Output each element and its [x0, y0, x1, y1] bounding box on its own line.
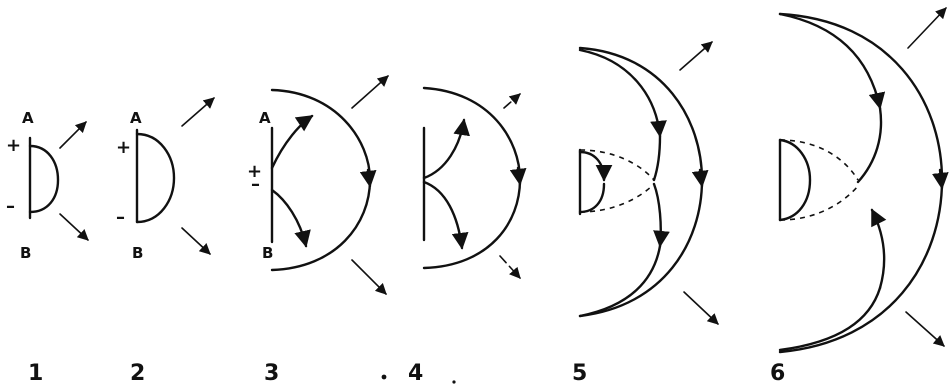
label-b: B — [262, 244, 273, 262]
innermost-loop-return — [580, 184, 604, 212]
arrow-up-right — [908, 8, 946, 48]
arrow-down-right — [906, 312, 944, 346]
stage-number: 5 — [572, 361, 587, 385]
inner-loop-upper — [272, 116, 312, 168]
dot-mark — [452, 380, 455, 383]
outer-loop — [780, 14, 942, 352]
arrow-up-right — [680, 42, 712, 70]
dot-mark — [382, 375, 387, 380]
field-loop — [30, 146, 58, 212]
label-b: B — [20, 244, 31, 262]
field-loop — [137, 134, 174, 222]
middle-loop-upper — [780, 14, 880, 108]
stage-number: 3 — [264, 361, 279, 385]
innermost-loop — [580, 152, 604, 180]
innermost-loop — [780, 140, 810, 220]
arrow-down-right — [60, 214, 88, 240]
arrow-up-right — [504, 94, 520, 108]
stage-number: 1 — [28, 361, 43, 385]
arrow-down-right — [500, 256, 520, 278]
arrow-up-right — [182, 98, 214, 126]
stage-6: 6 — [770, 8, 946, 385]
stage-number: 2 — [130, 361, 145, 385]
stage-number: 4 — [408, 361, 423, 385]
label-a: A — [130, 109, 142, 127]
plus-sign: + — [6, 135, 21, 156]
stage-4: 4 — [382, 88, 520, 385]
dashed-lower — [780, 186, 858, 220]
arrow-up-right — [60, 122, 86, 148]
minus-sign: – — [116, 207, 125, 228]
arrow-down-right — [182, 228, 210, 254]
outer-loop — [272, 90, 370, 270]
middle-loop-upper — [580, 50, 660, 136]
middle-loop-lower — [872, 210, 884, 288]
dashed-lower — [580, 184, 654, 212]
label-a: A — [259, 109, 271, 127]
arrow-down-right — [352, 260, 386, 294]
label-b: B — [132, 244, 143, 262]
plus-sign: + — [116, 137, 131, 158]
label-a: A — [22, 109, 34, 127]
inner-loop-upper — [424, 120, 464, 178]
inner-loop-lower — [272, 190, 306, 246]
stage-5: 5 — [572, 42, 718, 385]
arrow-up-right — [352, 76, 388, 108]
arrow-down-right — [684, 292, 718, 324]
minus-sign: – — [6, 196, 15, 217]
stage-3: A + – B 3 — [247, 76, 388, 385]
middle-loop-upper-ext — [654, 136, 660, 180]
middle-loop-upper-ext — [858, 108, 881, 182]
stage-2: A + – B 2 — [116, 98, 214, 385]
stage-1: A + – B 1 — [6, 109, 88, 385]
middle-loop-lower — [654, 184, 661, 246]
outer-loop — [424, 88, 520, 268]
minus-sign: – — [251, 174, 260, 195]
stage-number: 6 — [770, 361, 785, 385]
inner-loop-lower — [424, 182, 462, 248]
dashed-upper — [780, 140, 858, 180]
